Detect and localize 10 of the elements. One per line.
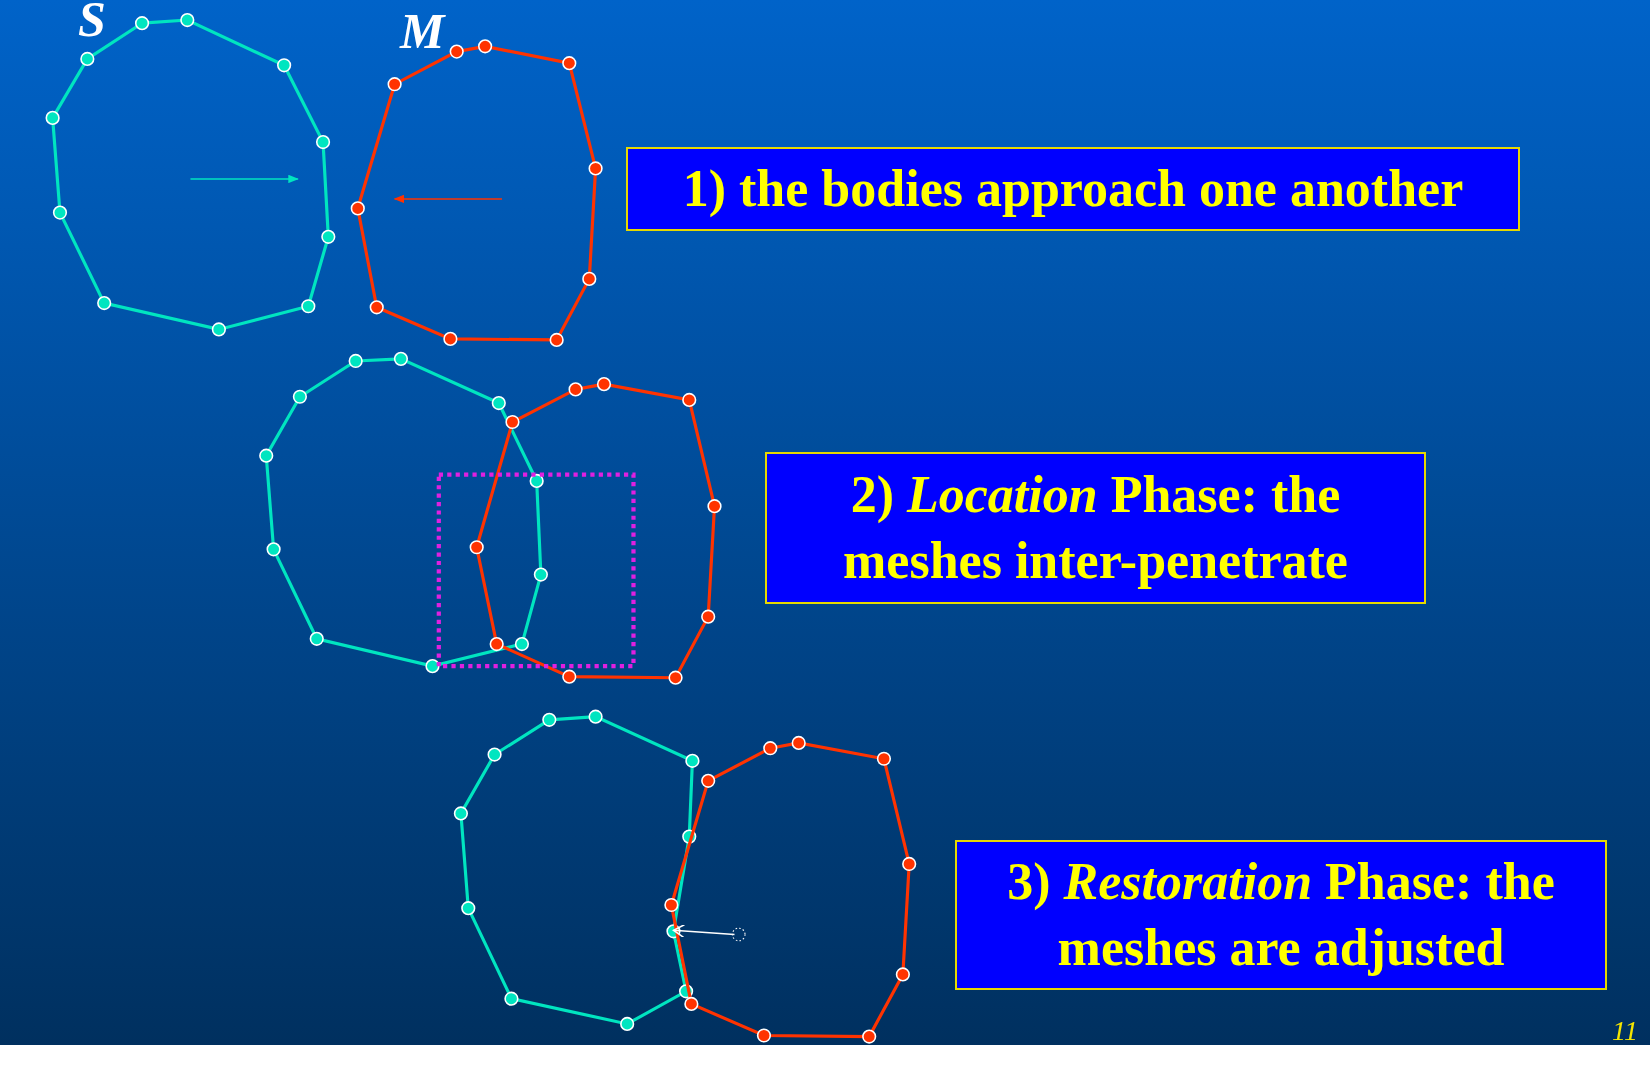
page-number: 11 — [1612, 1017, 1638, 1045]
body-label: M — [400, 6, 445, 56]
caption-box — [955, 840, 1607, 990]
body-label: S — [78, 0, 106, 44]
caption-box — [626, 147, 1520, 231]
caption-text: 2) Location Phase: the meshes inter-penetrate — [842, 465, 1349, 591]
caption-box — [765, 452, 1426, 604]
dotted-rectangle — [436, 472, 636, 669]
caption-text: 3) Restoration Phase: the meshes are adjusted — [1006, 852, 1556, 978]
caption-text: 1) the bodies approach one another — [682, 159, 1464, 219]
